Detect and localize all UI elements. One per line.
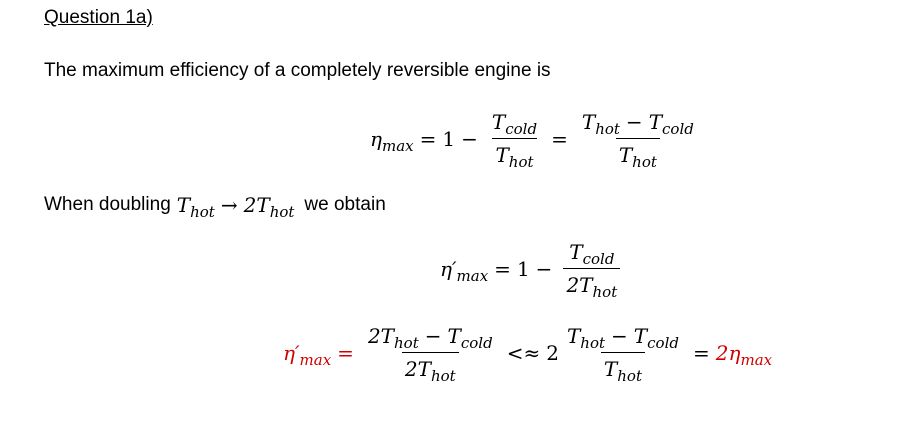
- fraction-difference-over-thot-2: Thot−Tcold Thot: [566, 324, 679, 385]
- eta-max-symbol: ηmax: [370, 126, 414, 155]
- doubling-text: When doubling Thot → 2Thot we obtain: [44, 193, 386, 221]
- approx-less-symbol: <≈: [506, 340, 541, 365]
- one-symbol: 1: [442, 126, 456, 151]
- intro-text: The maximum efficiency of a completely r…: [44, 60, 551, 81]
- fraction-difference-over-thot: Thot−Tcold Thot: [581, 110, 694, 171]
- two-eta-max-red: 2ηmax: [715, 340, 773, 369]
- eta-prime-max-red: η′max: [283, 340, 332, 369]
- eta-prime-max-symbol: η′max: [440, 256, 489, 285]
- question-heading: Question 1a): [44, 7, 153, 28]
- doubling-prefix: When doubling: [44, 194, 171, 215]
- equals-sign: =: [551, 126, 568, 151]
- one-symbol: 1: [516, 256, 530, 281]
- fraction-2thot-minus-tcold: 2Thot−Tcold 2Thot: [367, 324, 493, 385]
- two-coefficient: 2: [546, 340, 559, 365]
- equals-sign: =: [419, 126, 437, 151]
- equals-sign-red: =: [337, 340, 354, 365]
- minus-sign: −: [535, 256, 553, 281]
- thot-symbol: Thot: [176, 193, 215, 221]
- two-thot-symbol: 2Thot: [243, 193, 295, 221]
- equation-comparison: η′max = 2Thot−Tcold 2Thot <≈ 2 Thot−Tcol…: [283, 324, 773, 385]
- arrow-symbol: →: [220, 193, 238, 217]
- fraction-tcold-over-2thot: Tcold 2Thot: [563, 240, 621, 301]
- equals-sign: =: [494, 256, 511, 281]
- equals-sign: =: [692, 340, 710, 365]
- doubling-suffix: we obtain: [304, 194, 386, 215]
- minus-sign: −: [461, 126, 478, 151]
- equation-doubled-efficiency: η′max = 1 − Tcold 2Thot: [440, 240, 625, 301]
- equation-max-efficiency: ηmax = 1 − Tcold Thot = Thot−Tcold Thot: [370, 110, 702, 171]
- fraction-tcold-over-thot: Tcold Thot: [491, 110, 538, 171]
